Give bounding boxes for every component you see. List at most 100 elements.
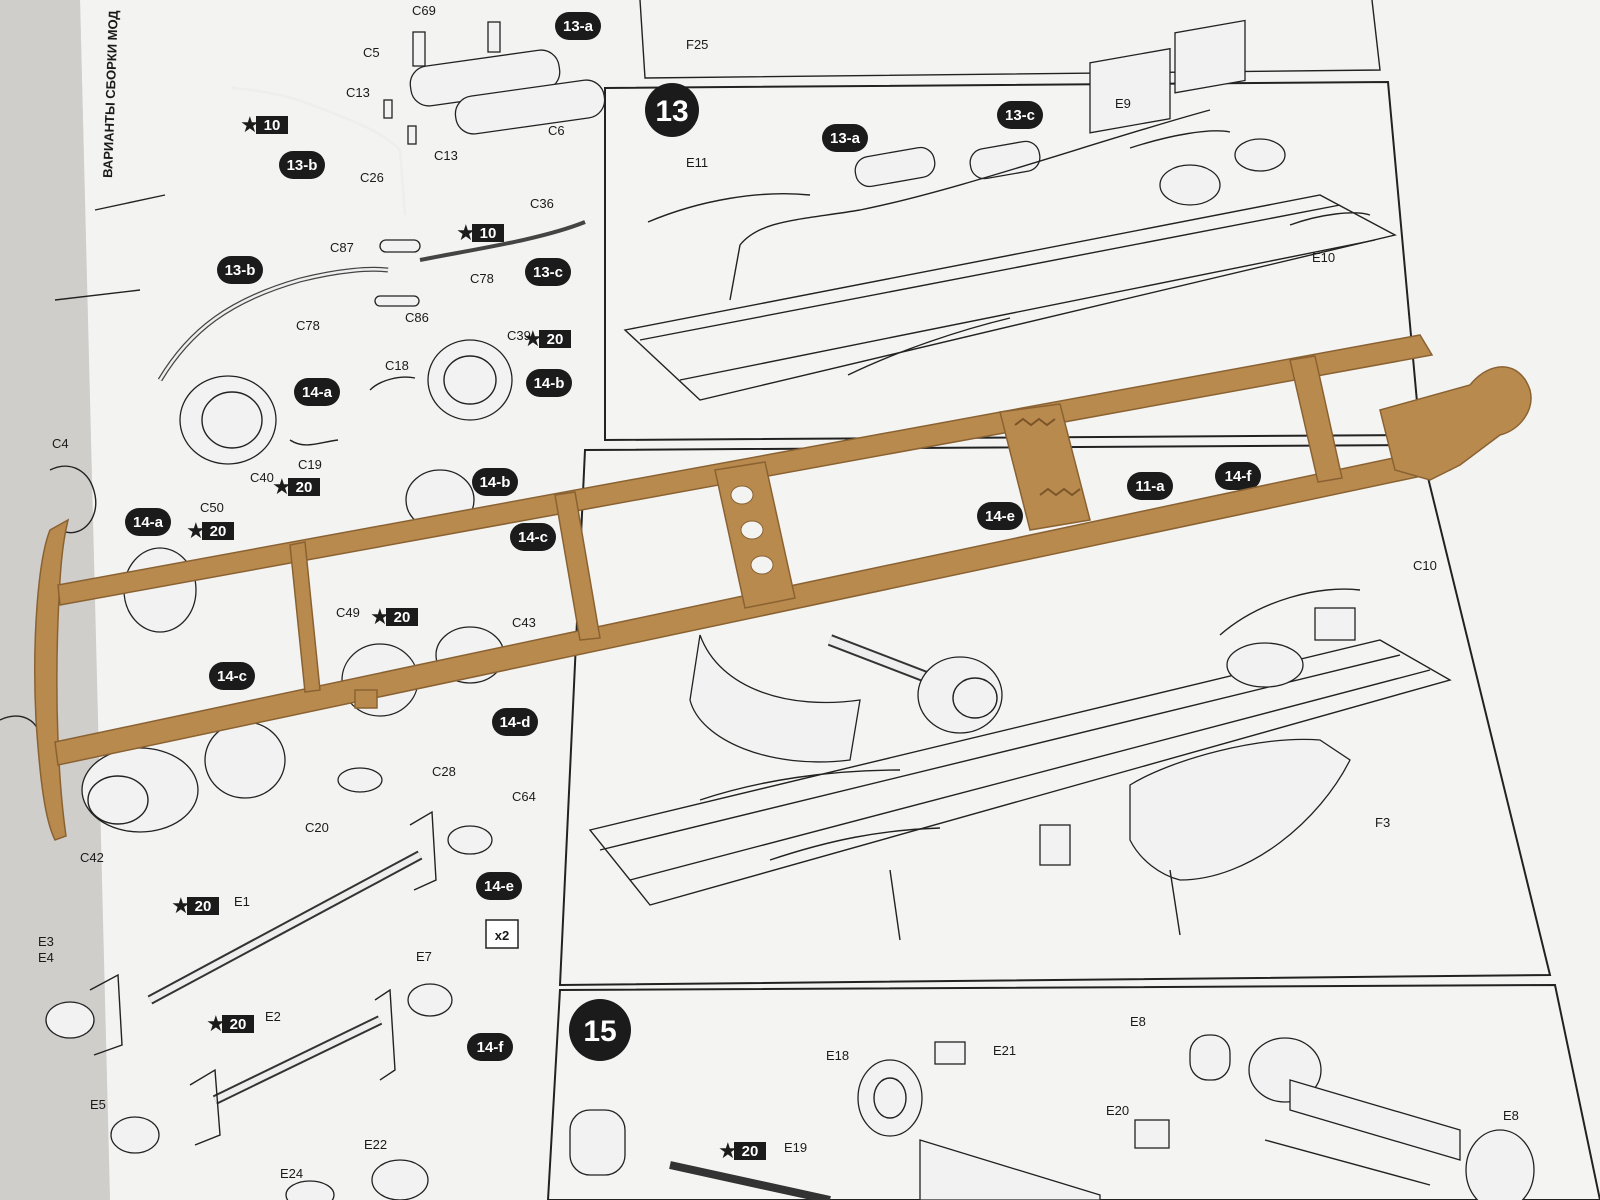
time-star-badge: ★10 — [456, 220, 504, 245]
crossmember-front — [289, 541, 321, 693]
part-label: E19 — [784, 1140, 807, 1155]
step-badge: 14-a — [125, 508, 171, 536]
panel-step-14 — [558, 443, 1552, 987]
side-rotated-text: ВАРИАНТЫ СБОРКИ МОД — [100, 9, 121, 178]
step-15-axle-drawing — [569, 1034, 1535, 1200]
part-label: E4 — [38, 950, 54, 965]
step-badge: 14-b — [526, 369, 572, 397]
step-badge-label: 14-c — [518, 529, 548, 546]
part-label: E24 — [280, 1166, 303, 1181]
step-14-chassis-drawing — [588, 588, 1452, 941]
frame-spring-hangers — [1014, 417, 1081, 497]
part-label: C20 — [305, 820, 329, 835]
part-label: C49 — [336, 605, 360, 620]
step-13-chassis-drawing — [623, 19, 1397, 401]
step-badge: 13-a — [555, 12, 601, 40]
star-badge-label: 20 — [394, 609, 411, 626]
star-badge-label: 20 — [742, 1143, 759, 1160]
time-star-badge: ★20 — [206, 1011, 254, 1036]
part-label: C64 — [512, 789, 536, 804]
star-icon: ★ — [206, 1011, 226, 1036]
star-badge-label: 20 — [296, 479, 313, 496]
star-icon: ★ — [523, 326, 543, 351]
part-label: C69 — [412, 3, 436, 18]
part-label: C36 — [530, 196, 554, 211]
crossmember-3 — [999, 403, 1091, 531]
step-badge: 14-c — [510, 523, 556, 551]
time-star-badge: ★20 — [370, 604, 418, 629]
frame-bracket — [354, 689, 378, 709]
part-label: E20 — [1106, 1103, 1129, 1118]
step-badge-label: 14-c — [217, 668, 247, 685]
step-badge-label: 13-b — [287, 157, 318, 174]
step-badge: 11-a — [1127, 472, 1173, 500]
left-column-drawings — [0, 21, 606, 1200]
part-label: C50 — [200, 500, 224, 515]
step-badge: 14-a — [294, 378, 340, 406]
quantity-box: x2 — [485, 919, 519, 949]
part-label: E8 — [1503, 1108, 1519, 1123]
part-label: E10 — [1312, 250, 1335, 265]
part-label: C13 — [434, 148, 458, 163]
star-icon: ★ — [272, 474, 292, 499]
step-badge: 13-b — [279, 151, 325, 179]
step-badge: 13-c — [997, 101, 1043, 129]
crossmember-2 — [554, 491, 601, 641]
star-icon: ★ — [240, 112, 260, 137]
part-label: C26 — [360, 170, 384, 185]
part-label: C4 — [52, 436, 69, 451]
part-label: E9 — [1115, 96, 1131, 111]
part-label: C78 — [470, 271, 494, 286]
star-badge-label: 20 — [195, 898, 212, 915]
part-label: E8 — [1130, 1014, 1146, 1029]
step-badge: 13-a — [822, 124, 868, 152]
step-badge-label: 13-a — [563, 18, 594, 35]
part-label: E18 — [826, 1048, 849, 1063]
star-badge-label: 20 — [230, 1016, 247, 1033]
step-13-number: 13 — [655, 95, 688, 128]
part-label: E2 — [265, 1009, 281, 1024]
star-icon: ★ — [370, 604, 390, 629]
step-badge: 14-b — [472, 468, 518, 496]
step-13-marker: 13 — [645, 83, 699, 137]
step-15-marker: 15 — [569, 999, 631, 1061]
crossmember-holes — [730, 485, 774, 575]
part-label: C28 — [432, 764, 456, 779]
part-label: C40 — [250, 470, 274, 485]
stars-layer: ★10★10★20★20★20★20★20★20★20 — [171, 112, 766, 1163]
step-badge: 14-f — [467, 1033, 513, 1061]
part-label: C18 — [385, 358, 409, 373]
part-label: E1 — [234, 894, 250, 909]
star-badge-label: 10 — [480, 225, 497, 242]
part-label: C5 — [363, 45, 380, 60]
star-badge-label: 20 — [210, 523, 227, 540]
part-label: F25 — [686, 37, 708, 52]
star-icon: ★ — [171, 893, 191, 918]
time-star-badge: ★20 — [186, 518, 234, 543]
star-icon: ★ — [456, 220, 476, 245]
step-badge-label: 14-a — [302, 384, 333, 401]
star-icon: ★ — [186, 518, 206, 543]
step-badge: 14-f — [1215, 462, 1261, 490]
step-badge-label: 14-b — [480, 474, 511, 491]
time-star-badge: ★20 — [718, 1138, 766, 1163]
step-badge-label: 13-c — [1005, 107, 1035, 124]
part-label: C87 — [330, 240, 354, 255]
step-badge-label: 14-e — [484, 878, 514, 895]
step-badge-label: 13-c — [533, 264, 563, 281]
time-star-badge: ★20 — [272, 474, 320, 499]
part-label: C43 — [512, 615, 536, 630]
step-badge-label: 14-f — [1225, 468, 1253, 485]
labels-layer: C69C5C6C13C13C26C36C87C78C78C86C39C18C40… — [38, 3, 1519, 1181]
part-label: C19 — [298, 457, 322, 472]
rear-hitch — [1379, 366, 1532, 481]
crossmember-4 — [1289, 355, 1343, 483]
step-badge-label: 14-e — [985, 508, 1015, 525]
star-badge-label: 10 — [264, 117, 281, 134]
part-label: C42 — [80, 850, 104, 865]
part-label: E11 — [686, 155, 708, 170]
part-label: C10 — [1413, 558, 1437, 573]
part-label: F3 — [1375, 815, 1390, 830]
part-label: E21 — [993, 1043, 1016, 1058]
